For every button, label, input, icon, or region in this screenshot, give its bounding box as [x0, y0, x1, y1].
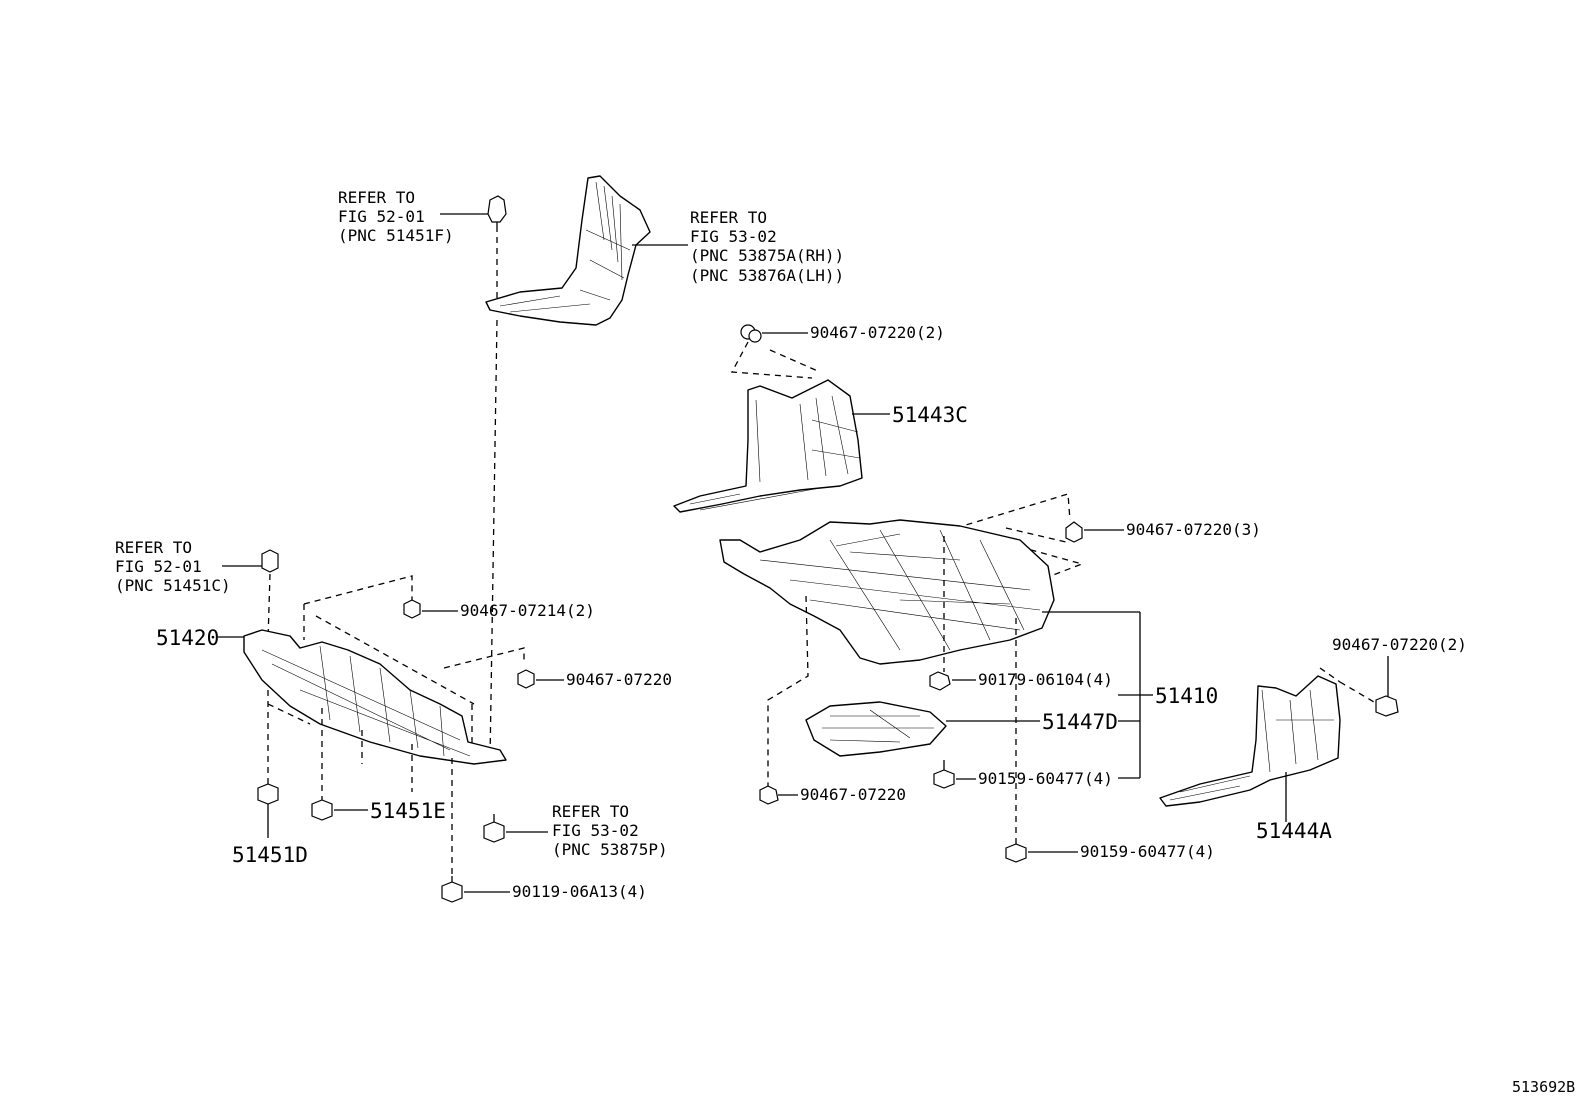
clip-fastener-icon: [487, 195, 507, 226]
part-number-90159-60477-4-a: 90159-60477(4): [978, 769, 1113, 788]
engine-under-cover-51410: [719, 519, 1055, 665]
front-under-cover-51420: [243, 629, 507, 765]
clip-fastener-icon: [1375, 695, 1399, 717]
bolt-fastener-icon: [933, 760, 955, 789]
svg-text:(PNC 53875A(RH)): (PNC 53875A(RH)): [690, 246, 844, 265]
svg-text:FIG 53-02: FIG 53-02: [552, 821, 639, 840]
svg-text:(PNC 53875P): (PNC 53875P): [552, 840, 668, 859]
bolt-fastener-icon: [483, 814, 505, 843]
svg-text:FIG 52-01: FIG 52-01: [338, 207, 425, 226]
fender-liner-part: [485, 175, 651, 326]
clip-fastener-icon: [517, 669, 535, 689]
part-number-51447D: 51447D: [1042, 710, 1118, 734]
svg-text:(PNC 51451F): (PNC 51451F): [338, 226, 454, 245]
part-number-51451D: 51451D: [232, 843, 308, 867]
splash-shield-51444A: [1159, 675, 1341, 807]
part-number-90467-07220-2-right: 90467-07220(2): [1332, 635, 1467, 654]
part-number-90179-06104-4: 90179-06104(4): [978, 670, 1113, 689]
clip-fastener-icon: [403, 599, 421, 619]
part-number-90467-07220-low: 90467-07220: [800, 785, 906, 804]
part-number-51420: 51420: [156, 626, 219, 650]
svg-text:(PNC 51451C): (PNC 51451C): [115, 576, 231, 595]
ref-note-fig-53-02-53875P: REFER TO FIG 53-02 (PNC 53875P): [552, 802, 668, 859]
figure-id: 513692B: [1512, 1078, 1575, 1096]
clip-fastener-icon: [740, 324, 762, 343]
ref-note-fig-52-01-51451C: REFER TO FIG 52-01 (PNC 51451C): [115, 538, 231, 595]
clip-fastener-icon: [261, 549, 279, 573]
svg-text:FIG 53-02: FIG 53-02: [690, 227, 777, 246]
part-number-51444A: 51444A: [1256, 819, 1332, 843]
part-number-90467-07220-2-top: 90467-07220(2): [810, 323, 945, 342]
bolt-fastener-icon: [441, 876, 463, 903]
bolt-fastener-icon: [311, 796, 333, 821]
part-number-90159-60477-4-b: 90159-60477(4): [1080, 842, 1215, 861]
part-number-90467-07214-2: 90467-07214(2): [460, 601, 595, 620]
part-number-90467-07220-3: 90467-07220(3): [1126, 520, 1261, 539]
svg-text:REFER TO: REFER TO: [690, 208, 767, 227]
part-number-90467-07220-mid: 90467-07220: [566, 670, 672, 689]
part-number-51410: 51410: [1155, 684, 1218, 708]
ref-note-fig-53-02-53875A: REFER TO FIG 53-02 (PNC 53875A(RH)) (PNC…: [690, 208, 844, 285]
svg-text:FIG 52-01: FIG 52-01: [115, 557, 202, 576]
part-number-51451E: 51451E: [370, 799, 446, 823]
cover-plate-51447D: [805, 701, 947, 757]
bolt-fastener-icon: [257, 778, 279, 805]
svg-text:REFER TO: REFER TO: [338, 188, 415, 207]
svg-text:REFER TO: REFER TO: [115, 538, 192, 557]
part-number-51443C: 51443C: [892, 403, 968, 427]
ref-note-fig-52-01-51451F: REFER TO FIG 52-01 (PNC 51451F): [338, 188, 454, 245]
splash-shield-51443C: [673, 379, 863, 513]
clip-fastener-icon: [929, 671, 951, 691]
svg-text:(PNC 53876A(LH)): (PNC 53876A(LH)): [690, 266, 844, 285]
clip-fastener-icon: [1065, 521, 1083, 543]
part-number-90119-06A13-4: 90119-06A13(4): [512, 882, 647, 901]
svg-text:REFER TO: REFER TO: [552, 802, 629, 821]
clip-fastener-icon: [759, 785, 779, 805]
bolt-fastener-icon: [1005, 838, 1027, 863]
